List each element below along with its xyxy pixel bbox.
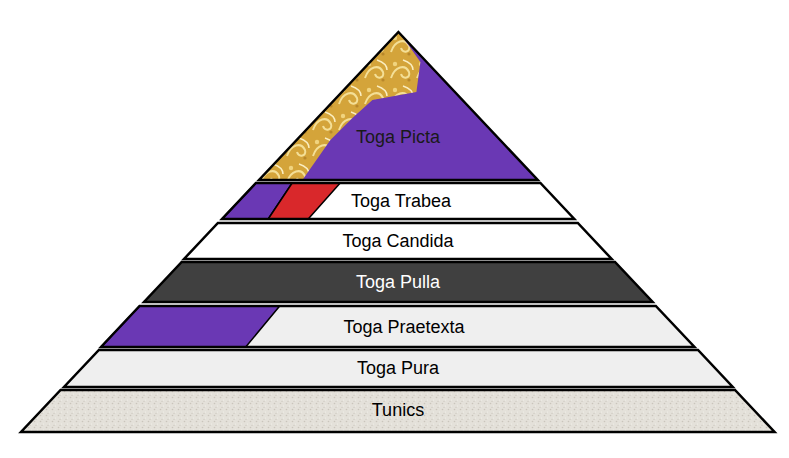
pyramid-band: Tunics bbox=[21, 390, 775, 432]
stripe-decoration bbox=[268, 183, 340, 219]
band-fill bbox=[144, 262, 653, 302]
band-label: Toga Pulla bbox=[356, 271, 440, 293]
pyramid-band: Toga Candida bbox=[184, 223, 612, 259]
band-fill bbox=[64, 350, 733, 387]
stripe-decoration bbox=[101, 306, 280, 347]
pyramid-band: Toga Picta bbox=[259, 32, 538, 180]
band-outline bbox=[21, 390, 775, 432]
pyramid-band: Toga Pura bbox=[64, 350, 733, 387]
band-label: Toga Picta bbox=[356, 126, 440, 148]
band-outline bbox=[64, 350, 733, 387]
band-outline bbox=[101, 306, 695, 347]
band-outline bbox=[144, 262, 653, 302]
band-label: Toga Candida bbox=[342, 230, 453, 252]
band-label: Toga Praetexta bbox=[343, 316, 464, 338]
band-outline bbox=[259, 32, 538, 180]
band-fill bbox=[21, 390, 775, 432]
pyramid-band: Toga Pulla bbox=[144, 262, 653, 302]
band-label: Toga Trabea bbox=[351, 190, 451, 212]
band-outline bbox=[222, 183, 574, 219]
pyramid-band: Toga Praetexta bbox=[101, 306, 694, 347]
band-fill bbox=[101, 306, 695, 347]
band-outline bbox=[184, 223, 612, 259]
band-label: Toga Pura bbox=[357, 357, 439, 379]
band-fill bbox=[184, 223, 612, 259]
band-fill bbox=[259, 32, 538, 180]
band-shape bbox=[259, 32, 538, 180]
pyramid-band: Toga Trabea bbox=[222, 183, 574, 219]
band-label: Tunics bbox=[372, 399, 424, 421]
band-fill bbox=[222, 183, 574, 219]
stripe-decoration bbox=[259, 32, 420, 180]
